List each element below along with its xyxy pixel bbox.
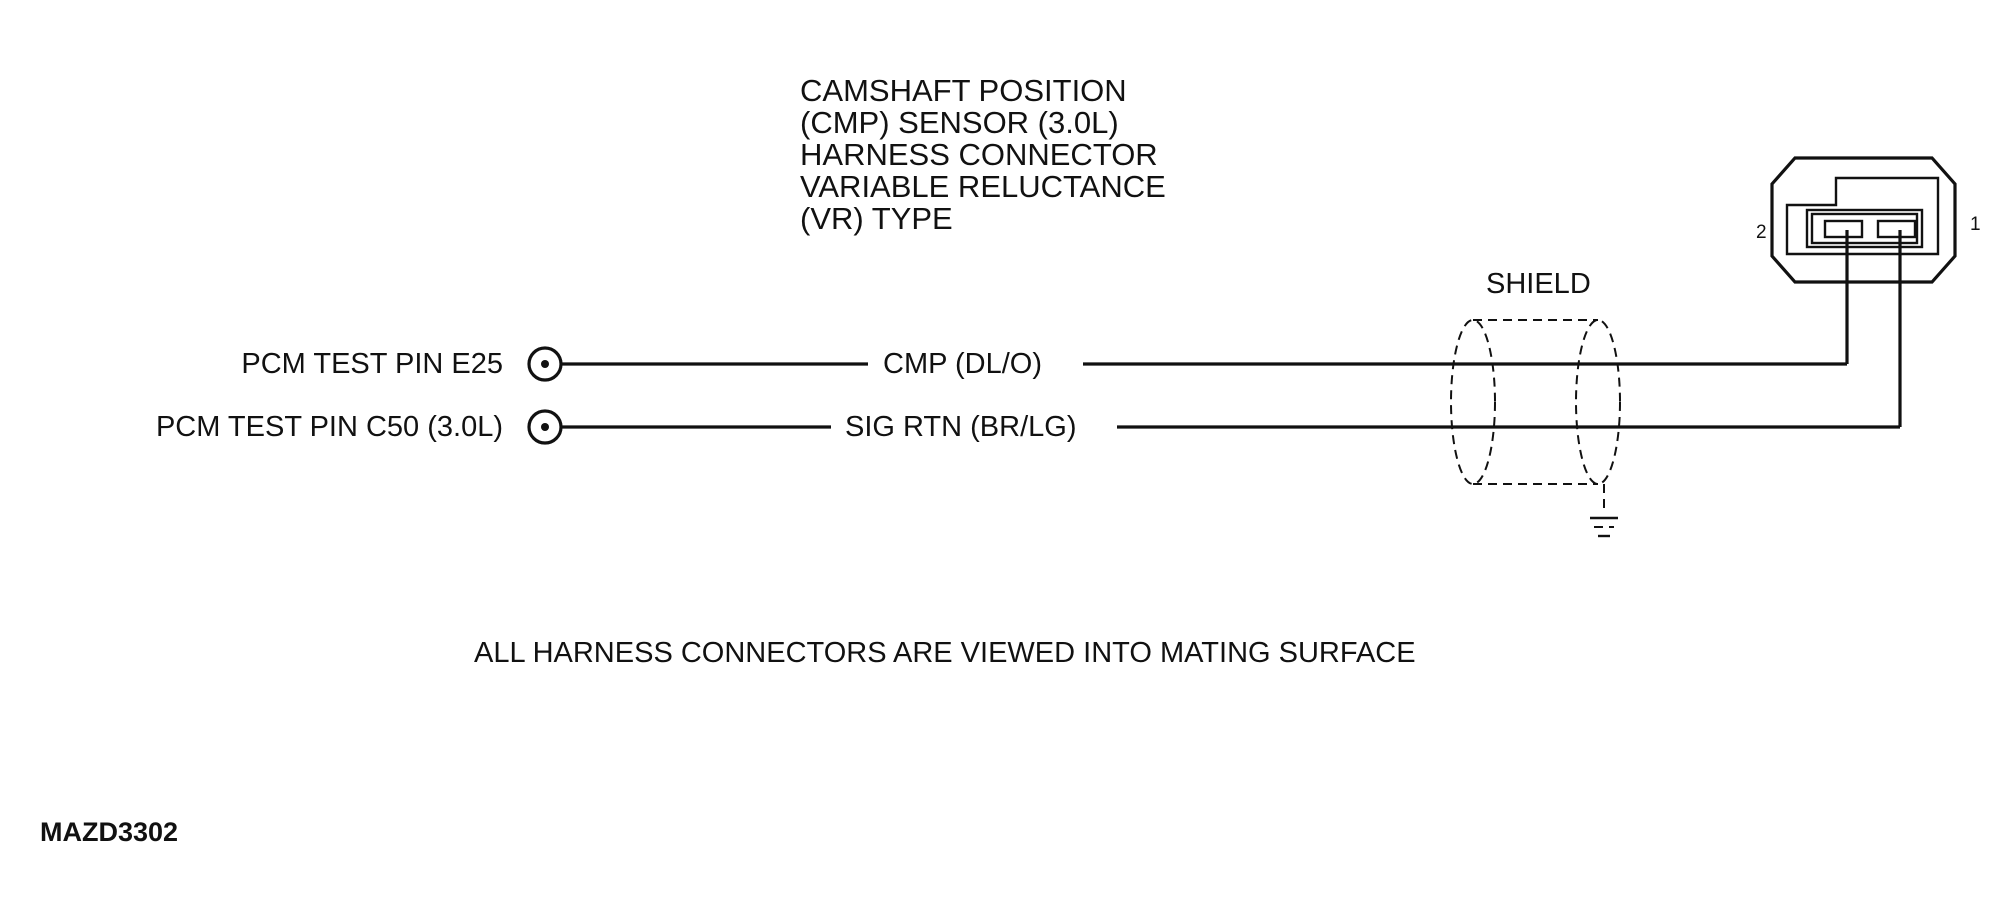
harness-connector-icon	[1770, 156, 1957, 284]
connector-title-line-4: VARIABLE RELUCTANCE	[800, 169, 1166, 204]
test-pin-e25-terminal-icon	[527, 346, 563, 382]
sig-rtn-wire-label: SIG RTN (BR/LG)	[845, 411, 1077, 443]
connector-title: CAMSHAFT POSITION (CMP) SENSOR (3.0L) HA…	[800, 73, 1166, 236]
connector-title-line-1: CAMSHAFT POSITION	[800, 73, 1127, 108]
connector-pin-1-label: 1	[1970, 214, 1981, 235]
connector-pin-2-label: 2	[1756, 222, 1767, 243]
connector-title-line-5: (VR) TYPE	[800, 201, 953, 236]
cmp-wire	[561, 230, 1849, 366]
figure-code: MAZD3302	[40, 817, 178, 847]
test-pin-c50-label: PCM TEST PIN C50 (3.0L)	[156, 411, 503, 443]
connector-title-line-2: (CMP) SENSOR (3.0L)	[800, 105, 1119, 140]
shield-icon	[1450, 319, 1621, 485]
test-pin-e25-label: PCM TEST PIN E25	[241, 348, 503, 380]
connector-title-line-3: HARNESS CONNECTOR	[800, 137, 1158, 172]
cmp-wire-label: CMP (DL/O)	[883, 348, 1042, 380]
test-pin-c50-terminal-icon	[527, 409, 563, 445]
ground-icon	[1590, 484, 1618, 538]
connector-view-note: ALL HARNESS CONNECTORS ARE VIEWED INTO M…	[474, 637, 1416, 669]
shield-label: SHIELD	[1486, 268, 1591, 300]
sig-rtn-wire	[561, 230, 1902, 429]
